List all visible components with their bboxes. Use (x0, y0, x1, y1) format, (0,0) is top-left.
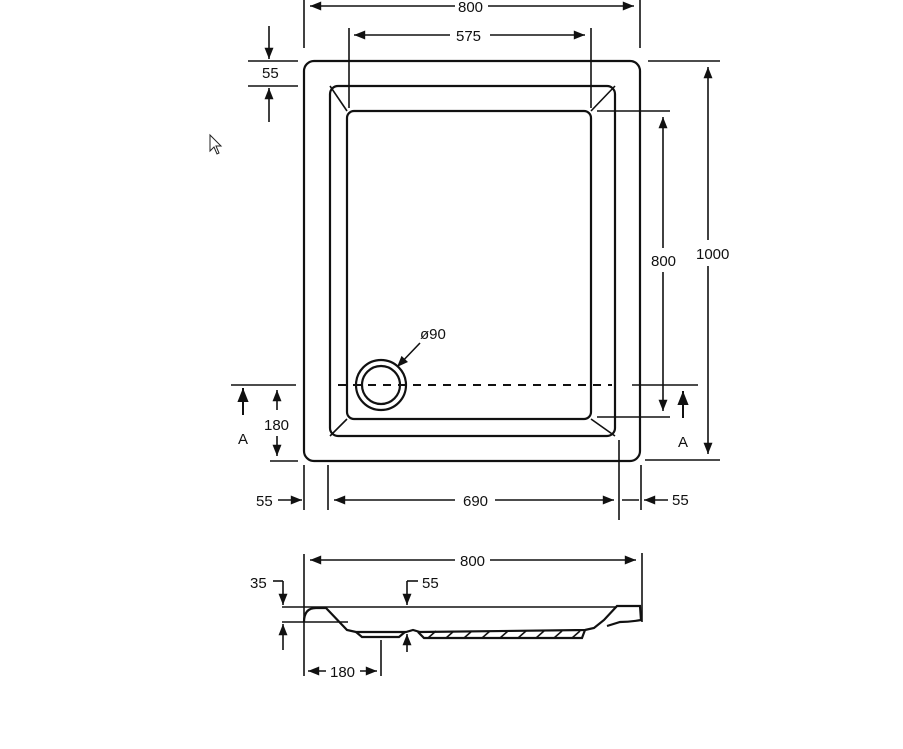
section-hatch (427, 630, 581, 639)
corner-line (329, 85, 348, 112)
total-height-dim: 55 (422, 575, 439, 592)
tray-floor (345, 109, 593, 421)
waste-outlet (354, 358, 408, 412)
floor-width-dim: 690 (463, 493, 488, 510)
waste-sump (355, 631, 406, 639)
corner-line (590, 418, 616, 437)
plan-view: ø90 800 575 55 800 1000 180 A A (231, 0, 729, 520)
waste-offset-dim: 180 (264, 417, 289, 434)
mouse-cursor-icon (209, 133, 223, 155)
section-width-dim: 800 (460, 553, 485, 570)
inner-width-dim: 575 (456, 28, 481, 45)
rim-right-dim: 55 (672, 492, 689, 509)
section-view: 800 35 55 180 (250, 553, 643, 681)
rim-top-dim: 55 (262, 65, 279, 82)
corner-line (329, 418, 348, 437)
section-mark-right: A (678, 434, 688, 451)
leader-line (396, 342, 421, 368)
corner-line (590, 85, 616, 112)
section-mark-left: A (238, 431, 248, 448)
section-profile (302, 604, 643, 634)
base-support (417, 629, 587, 640)
rim-left-dim: 55 (256, 493, 273, 510)
section-waste-offset-dim: 180 (330, 664, 355, 681)
inner-length-dim: 800 (651, 253, 676, 270)
rim-height-dim: 35 (250, 575, 267, 592)
tray-outline (302, 59, 642, 463)
waste-diameter-label: ø90 (420, 326, 446, 343)
overall-length-dim: 1000 (696, 246, 729, 263)
tray-inner-rim (328, 84, 617, 438)
overall-width-dim: 800 (458, 0, 483, 16)
